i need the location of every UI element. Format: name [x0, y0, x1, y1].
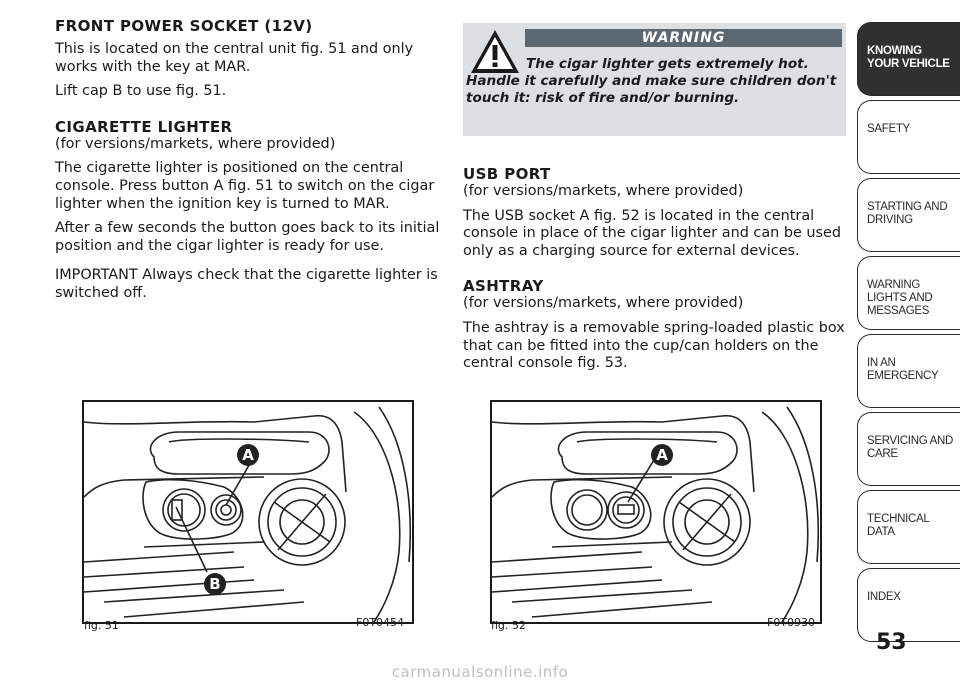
warning-triangle-icon: [471, 30, 519, 73]
console-usb-drawing: [492, 406, 820, 622]
subheading: (for versions/markets, where provided): [463, 183, 744, 199]
figure-51-label: fig. 51: [84, 619, 119, 632]
tab-label: STARTING AND DRIVING: [867, 201, 948, 226]
page-number: 53: [876, 630, 907, 655]
heading-ashtray: ASHTRAY: [463, 277, 544, 296]
tab-servicing-and-care[interactable]: SERVICING AND CARE: [857, 412, 960, 486]
tab-label: TECHNICAL DATA: [867, 513, 930, 538]
tab-label: IN AN EMERGENCY: [867, 357, 939, 382]
paragraph: After a few seconds the button goes back…: [55, 220, 440, 254]
warning-box: WARNING The cigar lighter gets extremely…: [463, 23, 846, 136]
callout-a: A: [651, 444, 673, 466]
tab-in-an-emergency[interactable]: IN AN EMERGENCY: [857, 334, 960, 408]
tab-warning-lights[interactable]: WARNING LIGHTS AND MESSAGES: [857, 256, 960, 330]
figure-51-code: F0T0454: [356, 616, 405, 629]
tab-index[interactable]: INDEX: [857, 568, 960, 642]
paragraph: The ashtray is a removable spring-loaded…: [463, 319, 845, 372]
paragraph: The USB socket A fig. 52 is located in t…: [463, 207, 842, 259]
tab-knowing-your-vehicle[interactable]: KNOWING YOUR VEHICLE: [857, 22, 960, 96]
console-lighter-drawing: [84, 406, 412, 622]
figure-52-code: F0T0930: [767, 616, 816, 629]
heading-front-power-socket: FRONT POWER SOCKET (12V): [55, 17, 313, 35]
heading-cigarette-lighter: CIGARETTE LIGHTER: [55, 117, 233, 136]
left-column: FRONT POWER SOCKET (12V) This is located…: [55, 17, 443, 310]
figure-52-label: fig. 52: [491, 619, 526, 632]
paragraph: The cigarette lighter is positioned on t…: [55, 160, 435, 212]
tab-label: WARNING LIGHTS AND MESSAGES: [867, 279, 933, 317]
tab-safety[interactable]: SAFETY: [857, 100, 960, 174]
figure-52-illustration: A: [490, 400, 822, 624]
watermark: carmanualsonline.info: [391, 663, 569, 681]
warning-title: WARNING: [525, 29, 842, 47]
paragraph-important: IMPORTANT Always check that the cigarett…: [55, 267, 438, 301]
callout-b: B: [204, 573, 226, 595]
tab-label: SERVICING AND CARE: [867, 435, 953, 460]
tab-label: SAFETY: [867, 123, 910, 135]
right-column: USB PORT (for versions/markets, where pr…: [463, 165, 848, 380]
paragraph: Lift cap B to use fig. 51.: [55, 83, 227, 100]
subheading: (for versions/markets, where provided): [463, 295, 744, 312]
warning-text: The cigar lighter gets extremely hot. Ha…: [466, 56, 837, 106]
callout-a: A: [237, 444, 259, 466]
tab-technical-data[interactable]: TECHNICAL DATA: [857, 490, 960, 564]
tab-label: INDEX: [867, 591, 901, 603]
figure-51-illustration: A B: [82, 400, 414, 624]
heading-usb-port: USB PORT: [463, 165, 551, 183]
subheading: (for versions/markets, where provided): [55, 135, 336, 152]
tab-starting-and-driving[interactable]: STARTING AND DRIVING: [857, 178, 960, 252]
tab-label: KNOWING YOUR VEHICLE: [867, 45, 950, 70]
paragraph: This is located on the central unit fig.…: [55, 41, 414, 75]
